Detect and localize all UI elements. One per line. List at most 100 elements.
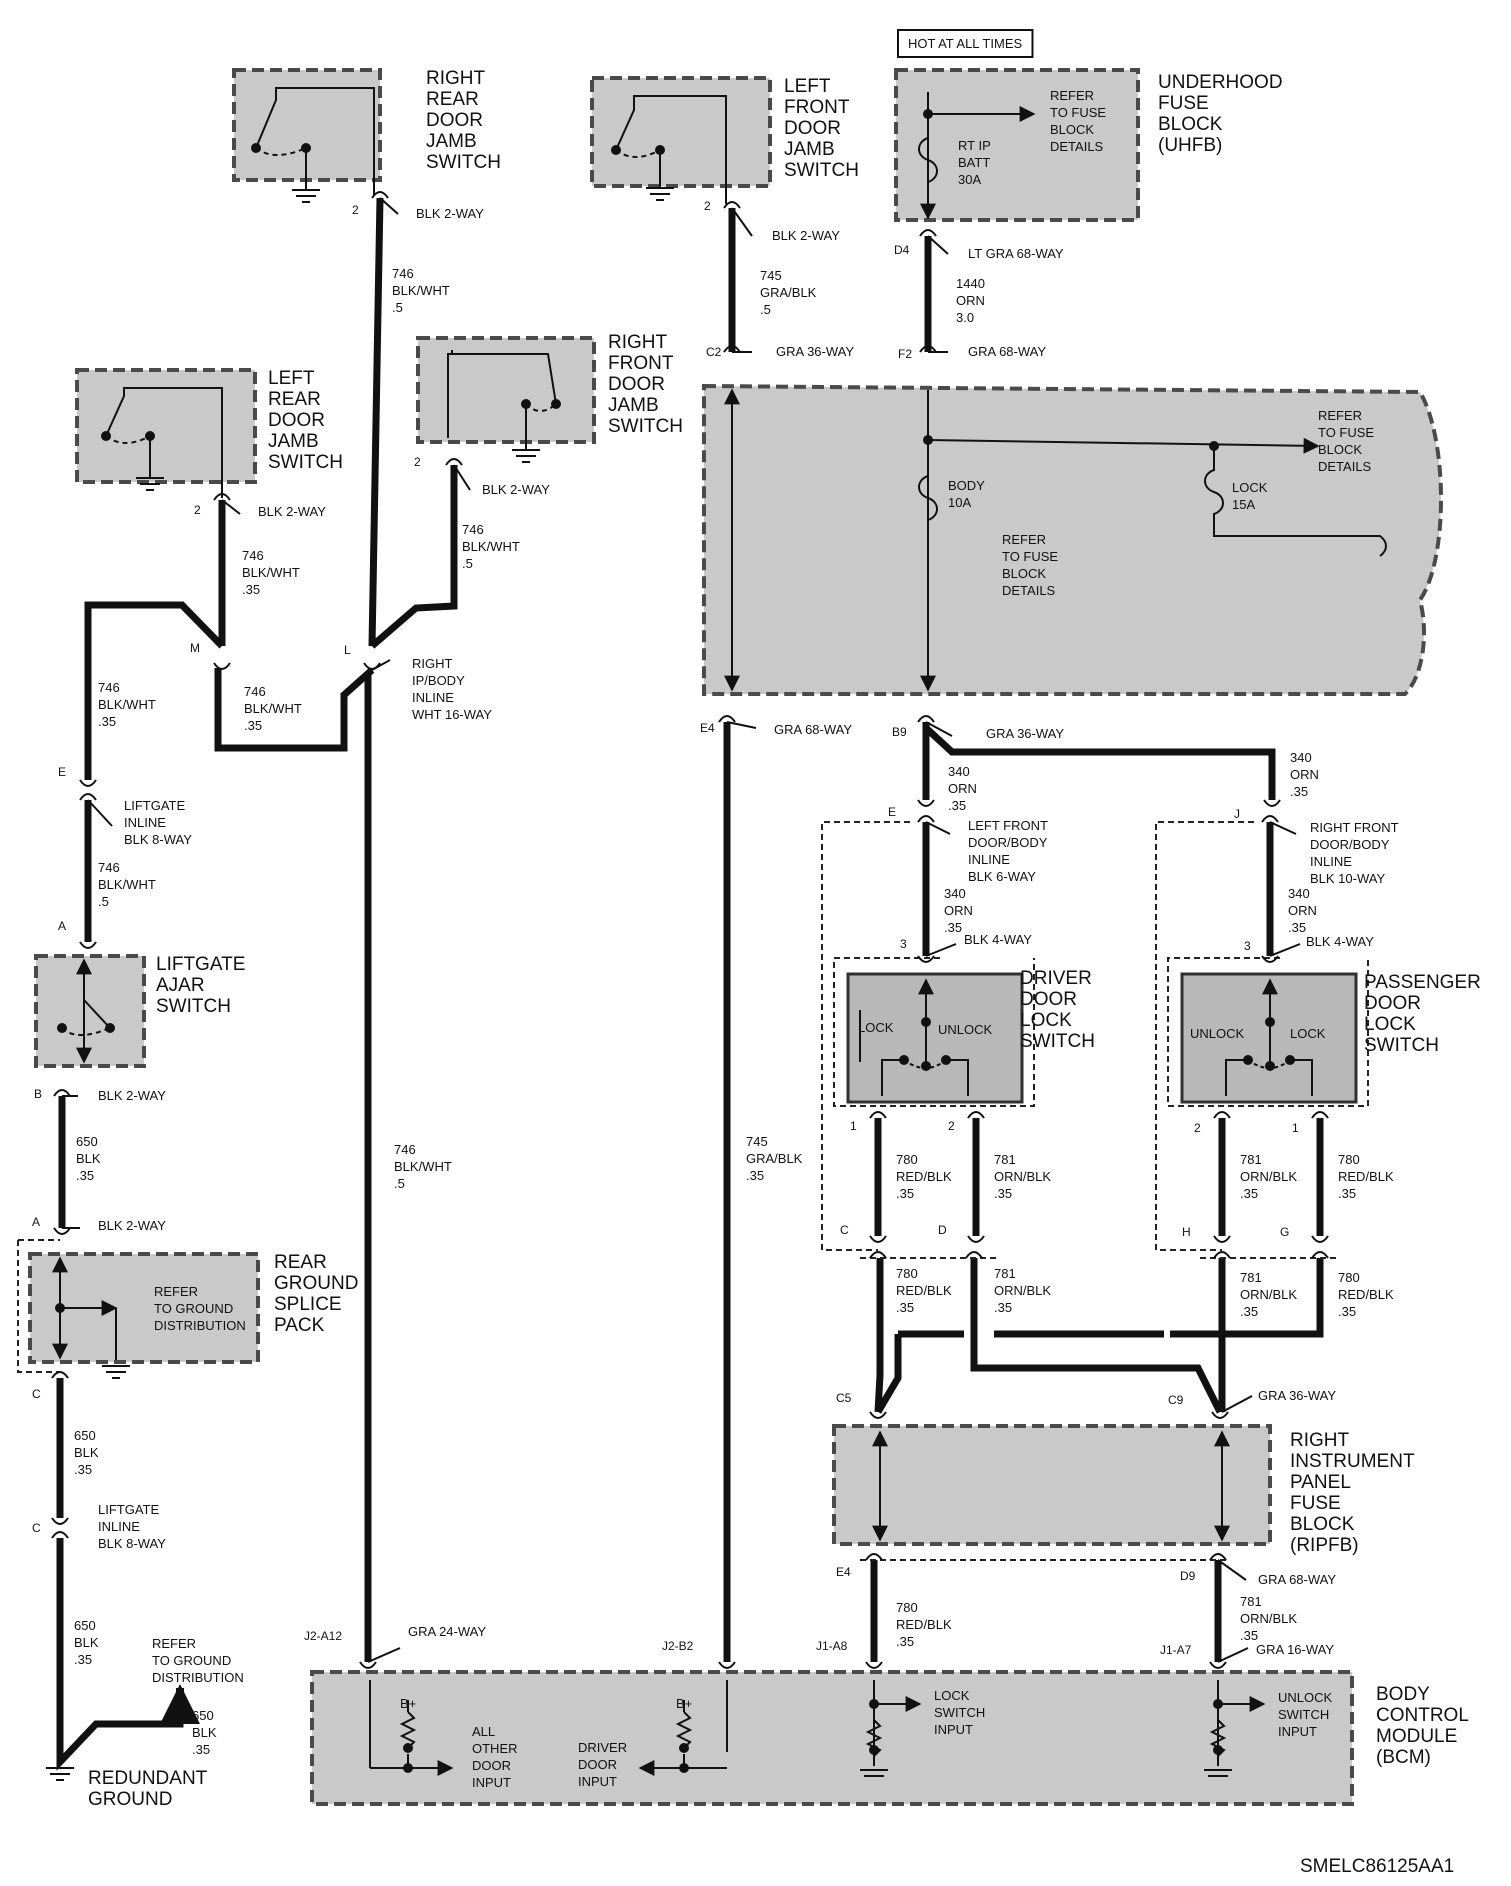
conn-rf-inline-line-4: BLK 10-WAY — [1310, 871, 1385, 886]
connector-marks — [51, 191, 1329, 1669]
wire-746-rr-label-line-2: BLK/WHT — [392, 283, 450, 298]
wire-746-main-label-line-1: 746 — [394, 1142, 416, 1157]
wire-781-d-label-line-1: 781 — [994, 1152, 1016, 1167]
wire-781-p2-label-line-3: .35 — [1240, 1304, 1258, 1319]
conn-rr-blk2: BLK 2-WAY — [416, 206, 484, 221]
lock-switch-input-line-3: INPUT — [934, 1722, 973, 1737]
wire-746-rr — [368, 197, 384, 647]
lock-switch-input-line-2: SWITCH — [934, 1705, 985, 1720]
wire-781-p-label-line-3: .35 — [1240, 1186, 1258, 1201]
wire-746-lr-label-line-1: 746 — [242, 548, 264, 563]
all-other-input-line-1: ALL — [472, 1724, 495, 1739]
pin-b: B — [34, 1087, 42, 1101]
wire-1440-label-line-3: 3.0 — [956, 310, 974, 325]
wire-340-driver-b-label-line-1: 340 — [944, 886, 966, 901]
ripfb-box — [832, 1424, 1272, 1546]
pin-a-splice: A — [32, 1215, 40, 1229]
pin-3-pass: 3 — [1244, 939, 1251, 953]
conn-liftgate-inline-top-line-2: INLINE — [124, 815, 166, 830]
rr-jamb-title-line-1: RIGHT — [426, 68, 486, 89]
wire-746-loop — [214, 667, 375, 752]
wire-650-c-label-line-3: .35 — [74, 1652, 92, 1667]
rr-jamb-title-line-5: SWITCH — [426, 152, 501, 173]
uhfb-refer-line-1: REFER — [1050, 88, 1094, 103]
ripfb-title-line-4: FUSE — [1290, 1493, 1341, 1514]
uhfb-refer-line-3: BLOCK — [1050, 122, 1094, 137]
pin-c5: C5 — [836, 1391, 852, 1405]
wire-746-loop-label-line-2: BLK/WHT — [244, 701, 302, 716]
wire-780-bcm-label-line-1: 780 — [896, 1600, 918, 1615]
ripfb-title-line-5: BLOCK — [1290, 1514, 1355, 1535]
footer-code: SMELC86125AA1 — [1300, 1856, 1454, 1877]
wire-1440-label-line-1: 1440 — [956, 276, 985, 291]
hot-at-all-times-frame — [897, 29, 1034, 58]
conn-lf-inline-line-2: DOOR/BODY — [968, 835, 1048, 850]
pin-g: G — [1280, 1225, 1289, 1239]
wire-340-driver-b-label-line-2: ORN — [944, 903, 973, 918]
rr-jamb-title-line-4: JAMB — [426, 131, 477, 152]
uhfb-fuse-line-3: 30A — [958, 172, 981, 187]
wire-780-p-label-line-2: RED/BLK — [1338, 1169, 1394, 1184]
wire-745-main-label-line-3: .35 — [746, 1168, 764, 1183]
all-other-input-line-2: OTHER — [472, 1741, 518, 1756]
wire-340-pass — [923, 725, 1276, 800]
wire-340-pass-label-line-2: ORN — [1290, 767, 1319, 782]
unlock-switch-input-line-2: SWITCH — [1278, 1707, 1329, 1722]
wire-780-p-label-line-3: .35 — [1338, 1186, 1356, 1201]
pin-d-driver: D — [938, 1223, 947, 1237]
conn-c9-gra36: GRA 36-WAY — [1258, 1388, 1336, 1403]
conn-right-ip-inline-line-2: IP/BODY — [412, 673, 465, 688]
rr-jamb-title-line-2: REAR — [426, 89, 479, 110]
pin-rf-2: 2 — [414, 455, 421, 469]
lr-jamb-title-line-4: JAMB — [268, 431, 319, 452]
conn-lf-inline-line-1: LEFT FRONT — [968, 818, 1048, 833]
wire-650-b-label-line-3: .35 — [74, 1462, 92, 1477]
pin-c-splice: C — [32, 1387, 41, 1401]
pin-e4: E4 — [700, 721, 715, 735]
conn-rf-blk2: BLK 2-WAY — [482, 482, 550, 497]
pin-d4: D4 — [894, 243, 910, 257]
wire-780-d2-label-line-2: RED/BLK — [896, 1283, 952, 1298]
conn-lf-inline-line-3: INLINE — [968, 852, 1010, 867]
wire-746-rf — [369, 465, 458, 649]
wire-781-cross — [970, 1258, 1224, 1414]
conn-liftgate-inline-bottom-line-3: BLK 8-WAY — [98, 1536, 166, 1551]
driver-unlock-label: UNLOCK — [938, 1022, 993, 1037]
lf-jamb-title-line-3: DOOR — [784, 118, 841, 139]
wire-781-p-label-line-1: 781 — [1240, 1152, 1262, 1167]
uhfb-title-line-4: (UHFB) — [1158, 135, 1222, 156]
conn-b9-gra36: GRA 36-WAY — [986, 726, 1064, 741]
wire-650-a-label-line-3: .35 — [76, 1168, 94, 1183]
wire-746-lr-label-line-2: BLK/WHT — [242, 565, 300, 580]
wire-780-d2-label-line-3: .35 — [896, 1300, 914, 1315]
conn-liftgate-inline-bottom-line-2: INLINE — [98, 1519, 140, 1534]
ground-refer-line-3: DISTRIBUTION — [154, 1318, 246, 1333]
wire-746-e-label-line-3: .35 — [98, 714, 116, 729]
left-front-jamb-switch-box — [590, 76, 772, 188]
wire-745-label-line-2: GRA/BLK — [760, 285, 817, 300]
wire-781-d2-label-line-2: ORN/BLK — [994, 1283, 1051, 1298]
uhfb-refer-line-2: TO FUSE — [1050, 105, 1106, 120]
pin-c-inline: C — [32, 1521, 41, 1535]
rf-jamb-title-line-4: JAMB — [608, 395, 659, 416]
pin-e-driver: E — [888, 805, 896, 819]
conn-lr-blk2: BLK 2-WAY — [258, 504, 326, 519]
conn-pass-blk4: BLK 4-WAY — [1306, 934, 1374, 949]
conn-rf-inline-line-3: INLINE — [1310, 854, 1352, 869]
pin-c-driver: C — [840, 1223, 849, 1237]
ripfb-title-line-1: RIGHT — [1290, 1430, 1350, 1451]
lr-jamb-title-line-2: REAR — [268, 389, 321, 410]
ripfb-title-line-2: INSTRUMENT — [1290, 1451, 1415, 1472]
wire-340-pass-b-label-line-1: 340 — [1288, 886, 1310, 901]
ipfb-refer-top-line-3: BLOCK — [1318, 442, 1362, 457]
bcm-title-line-2: CONTROL — [1376, 1705, 1469, 1726]
wire-781-d2-label-line-1: 781 — [994, 1266, 1016, 1281]
wire-780-d-label-line-1: 780 — [896, 1152, 918, 1167]
pass-lock-title-line-2: DOOR — [1364, 993, 1421, 1014]
pass-lock-title-line-4: SWITCH — [1364, 1035, 1439, 1056]
pin-b9: B9 — [892, 725, 907, 739]
wire-746-main-label-line-3: .5 — [394, 1176, 405, 1191]
labels: HOT AT ALL TIMESSMELC86125AA1RIGHTREARDO… — [32, 29, 1481, 1877]
pin-l: L — [344, 643, 351, 657]
